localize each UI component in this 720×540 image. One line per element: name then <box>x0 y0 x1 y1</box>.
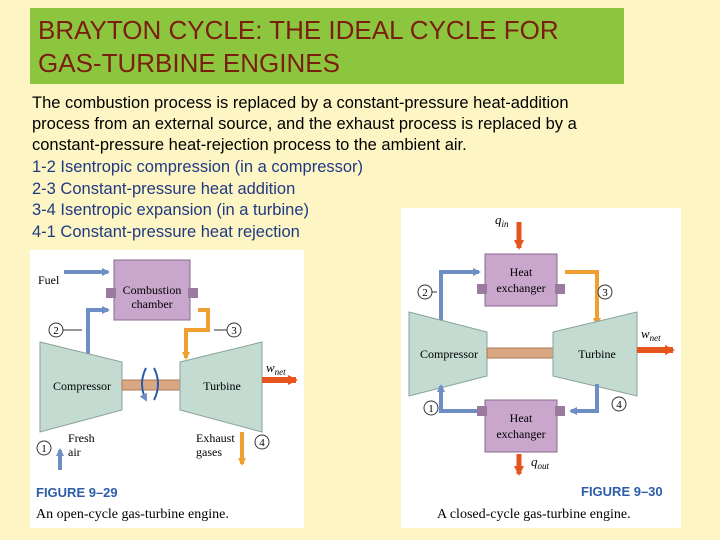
compressor-label: Compressor <box>420 347 478 361</box>
flow-line-3 <box>565 270 601 326</box>
step-1-2: 1-2 Isentropic compression (in a compres… <box>32 158 364 176</box>
q-out-label: qout <box>531 454 550 471</box>
state-3-label: 3 <box>231 325 237 337</box>
flow-line-4 <box>569 384 599 415</box>
turbine-label: Turbine <box>578 347 616 361</box>
hx-bottom-label-1: Heat <box>510 411 533 425</box>
closed-cycle-figure: qin Heat exchanger 2 3 Compressor Turbin… <box>401 208 681 528</box>
state-3-label: 3 <box>602 287 608 299</box>
open-cycle-figure: Fuel Combustion chamber 2 3 Compressor T… <box>30 250 304 528</box>
hx-bottom-label-2: exchanger <box>496 427 545 441</box>
state-1-label: 1 <box>428 403 434 415</box>
figure-number: FIGURE 9–29 <box>36 485 118 500</box>
shaft <box>486 347 554 359</box>
figure-caption: An open-cycle gas-turbine engine. <box>36 507 229 522</box>
exhaust-label-1: Exhaust <box>196 431 235 445</box>
title-banner <box>30 8 624 84</box>
state-1-label: 1 <box>41 443 47 455</box>
hx-top-label-1: Heat <box>510 265 533 279</box>
flow-line-3 <box>182 308 210 360</box>
fresh-air-label-1: Fresh <box>68 431 95 445</box>
state-2-label: 2 <box>53 325 59 337</box>
work-label: wnet <box>641 326 661 343</box>
combustion-chamber <box>113 259 191 321</box>
chamber-label-1: Combustion <box>123 283 182 297</box>
state-4-label: 4 <box>259 437 265 449</box>
step-3-4: 3-4 Isentropic expansion (in a turbine) <box>32 201 309 219</box>
step-2-3: 2-3 Constant-pressure heat addition <box>32 179 296 198</box>
chamber-label-2: chamber <box>131 297 172 311</box>
title-line-1: BRAYTON CYCLE: THE IDEAL CYCLE FOR <box>38 15 559 45</box>
turbine <box>179 341 263 433</box>
title-line-2: GAS-TURBINE ENGINES <box>38 48 340 78</box>
q-in-label: qin <box>495 212 509 229</box>
intro-line-1: The combustion process is replaced by a … <box>32 94 569 112</box>
turbine <box>552 311 638 397</box>
hx-top-label-2: exchanger <box>496 281 545 295</box>
flow-line-1 <box>437 384 477 413</box>
figure-caption: A closed-cycle gas-turbine engine. <box>437 507 631 522</box>
flow-line-2 <box>439 268 481 326</box>
compressor <box>39 341 123 433</box>
flow-line-2 <box>86 306 110 366</box>
turbine-label: Turbine <box>203 379 241 393</box>
intro-paragraph: The combustion process is replaced by a … <box>32 93 682 156</box>
shaft <box>121 379 181 391</box>
heat-exchanger-bottom <box>484 399 558 453</box>
closed-cycle-diagram: qin Heat exchanger 2 3 Compressor Turbin… <box>408 212 675 522</box>
step-4-1: 4-1 Constant-pressure heat rejection <box>32 222 300 241</box>
fresh-air-label-2: air <box>68 445 81 459</box>
heat-exchanger-top <box>484 253 558 307</box>
fuel-label: Fuel <box>38 273 60 287</box>
state-2-label: 2 <box>422 287 428 299</box>
intro-line-2: process from an external source, and the… <box>32 115 577 133</box>
state-4-label: 4 <box>616 399 622 411</box>
slide-title: BRAYTON CYCLE: THE IDEAL CYCLE FOR GAS-T… <box>38 14 618 80</box>
intro-line-3: constant-pressure heat-rejection process… <box>32 136 467 154</box>
exhaust-label-2: gases <box>196 445 222 459</box>
work-label: wnet <box>266 360 286 377</box>
compressor-label: Compressor <box>53 379 111 393</box>
compressor <box>408 311 488 397</box>
figure-number: FIGURE 9–30 <box>581 484 663 499</box>
process-steps-list: 1-2 Isentropic compression (in a compres… <box>32 157 452 243</box>
open-cycle-diagram: Fuel Combustion chamber 2 3 Compressor T… <box>36 259 298 522</box>
